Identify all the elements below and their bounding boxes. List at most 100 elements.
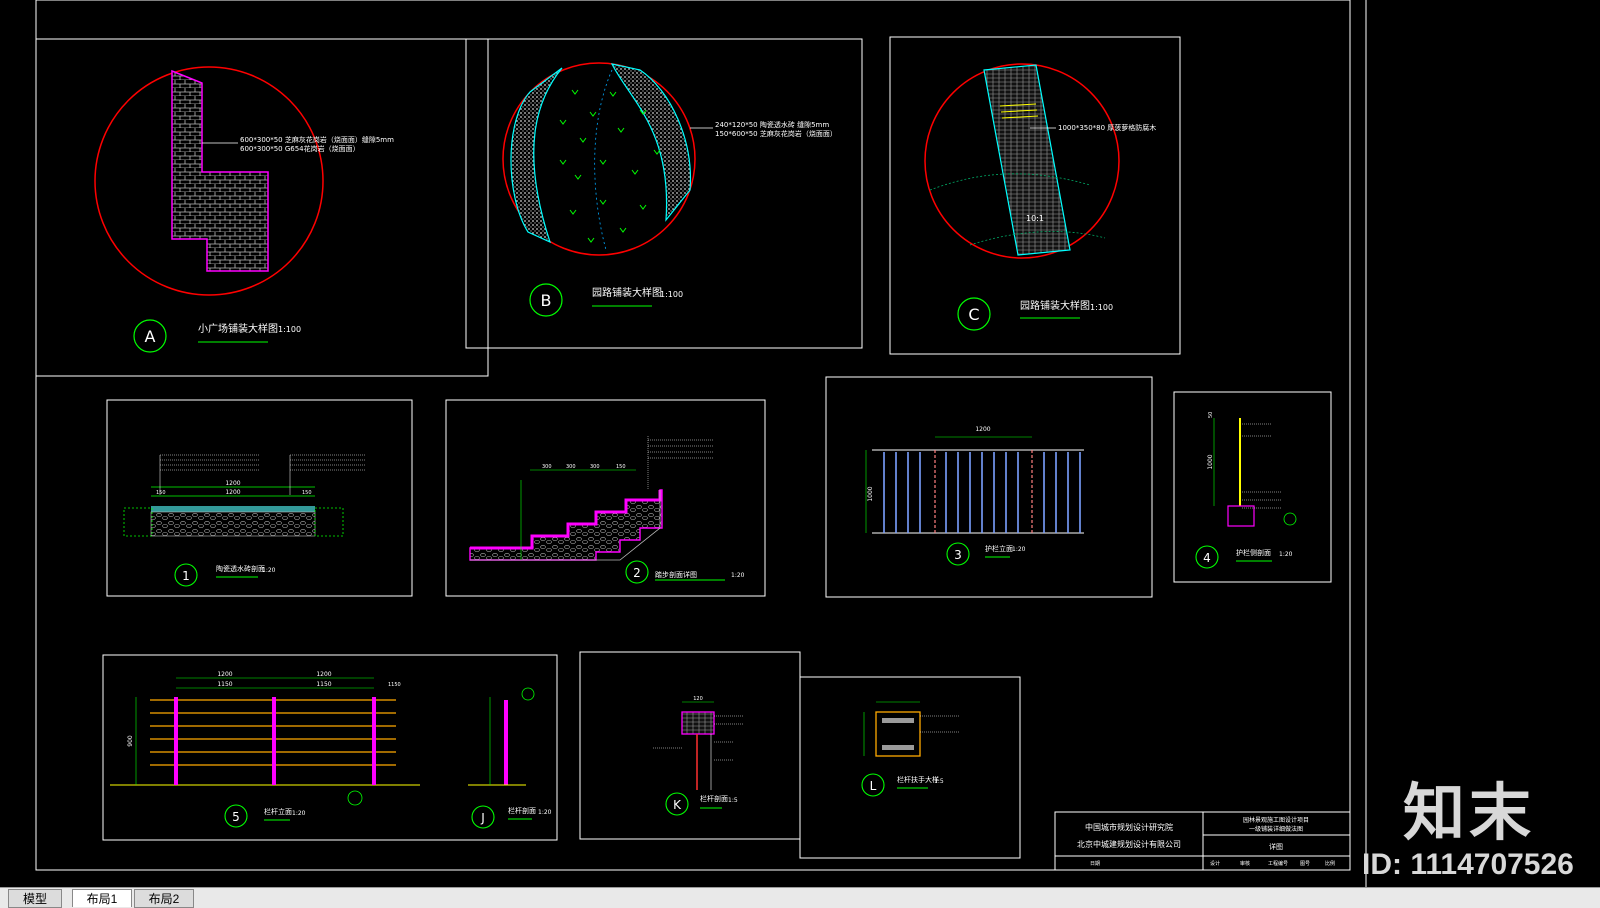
title-k: 栏杆剖面 <box>700 794 728 803</box>
title-c: 园路铺装大样图 <box>1020 299 1090 312</box>
steps-pink-2 <box>470 490 662 550</box>
dashed-edge-b <box>594 69 613 251</box>
width-k: 120 <box>693 696 703 702</box>
section-mark-4 <box>1283 512 1297 526</box>
section-mark-5 <box>347 790 363 806</box>
handrail-box-l <box>875 711 921 757</box>
leaders-l <box>920 715 960 733</box>
note-c1: 1000*350*80 厚菠萝格防腐木 <box>1058 123 1156 132</box>
section-2[interactable]: 300 300 300 150 2 踏步剖面详图 1:20 <box>445 399 766 597</box>
detail-b[interactable]: 240*120*50 陶瓷透水砖 缝隙5mm 150*600*50 芝麻灰花岗岩… <box>465 38 863 349</box>
marker-circle-k <box>665 792 689 816</box>
marker-label-5: 5 <box>232 810 240 824</box>
timber-deck-c <box>983 64 1071 256</box>
note-b2: 150*600*50 芝麻灰花岗岩（烧面面） <box>715 129 837 138</box>
top-4: 50 <box>1208 412 1214 418</box>
section-1[interactable]: 1200 1200 150 150 1 陶瓷透水砖剖面 1:20 <box>106 399 413 597</box>
dim-chain-2 <box>520 469 636 560</box>
scale-b: 1:100 <box>660 290 683 299</box>
section-4[interactable]: 1000 50 4 护栏侧剖面 1:20 <box>1173 391 1332 583</box>
note-a1: 600*300*50 芝麻灰花岗岩（烧面面）缝隙5mm <box>240 135 394 144</box>
height-4: 1000 <box>1207 454 1214 469</box>
dim-2c: 300 <box>590 464 600 470</box>
leader-2 <box>647 436 713 490</box>
viewport-b <box>465 38 863 349</box>
base-2 <box>470 490 661 561</box>
tab-layout-2[interactable]: 布局2 <box>134 889 194 908</box>
span-5b: 1200 <box>316 671 331 678</box>
paving-band-left-b <box>510 67 563 244</box>
layout-tab-bar: 模型 布局1 布局2 <box>0 887 1600 908</box>
tb-cell-0: 日期 <box>1090 861 1100 867</box>
detail-k[interactable]: 120 K 栏杆剖面 1:5 <box>579 651 801 840</box>
layer-gravel-1 <box>150 511 316 537</box>
title-5: 栏杆立面 <box>264 807 292 816</box>
sub-5a: 1150 <box>217 681 232 688</box>
yellow-marks-c <box>999 103 1039 119</box>
marker-circle-c <box>957 297 991 331</box>
posts-5 <box>174 697 376 785</box>
company-2: 北京中城建规划设计有限公司 <box>1077 839 1181 849</box>
section-mark-j <box>521 687 535 701</box>
tb-cell-4: 图号 <box>1300 861 1310 867</box>
tb-cell-3: 工程编号 <box>1268 860 1288 867</box>
viewport-l <box>799 676 1021 859</box>
title-a: 小广场铺装大样图 <box>198 322 278 335</box>
note-b1: 240*120*50 陶瓷透水砖 缝隙5mm <box>715 120 829 129</box>
scale-1: 1:20 <box>262 567 276 574</box>
marker-circle-b <box>529 283 563 317</box>
grass-symbols-b <box>559 89 661 243</box>
viewport-c <box>889 36 1181 355</box>
notes-1 <box>159 454 365 495</box>
title-j: 栏杆剖面 <box>508 806 536 815</box>
detail-c[interactable]: 1000*350*80 厚菠萝格防腐木 10:1 C 园路铺装大样图 1:100 <box>889 36 1181 355</box>
scale-k: 1:5 <box>728 797 738 804</box>
detail-circle-a <box>94 66 324 296</box>
marker-label-3: 3 <box>954 548 962 562</box>
company-1: 中国城市规划设计研究院 <box>1085 822 1173 832</box>
viewport-1 <box>106 399 413 597</box>
watermark-logo: 知末 <box>1403 776 1536 849</box>
title-1: 陶瓷透水砖剖面 <box>216 564 265 573</box>
dim-1r: 150 <box>302 490 312 496</box>
marker-circle-3 <box>946 542 970 566</box>
title-block[interactable]: 中国城市规划设计研究院 北京中城建规划设计有限公司 园林景观施工图设计项目 一级… <box>1054 811 1351 871</box>
scale-3: 1:20 <box>1012 546 1026 553</box>
plate-top-l <box>882 718 914 723</box>
dims-l <box>863 701 920 756</box>
height-5: 900 <box>127 735 134 747</box>
detail-a[interactable]: 600*300*50 芝麻灰花岗岩（烧面面）缝隙5mm 600*300*50 G… <box>35 38 489 377</box>
detail-circle-b <box>502 62 696 256</box>
tab-layout-1[interactable]: 布局1 <box>72 889 132 907</box>
scale-l: 1:5 <box>934 778 944 785</box>
marker-circle-j <box>471 805 495 829</box>
curve-c2 <box>969 231 1106 246</box>
drawing-name: 详图 <box>1269 842 1283 851</box>
fence-posts-3 <box>934 450 1033 533</box>
title-3: 护栏立面 <box>985 544 1013 553</box>
scale-4: 1:20 <box>1279 551 1293 558</box>
tb-cell-5: 比例 <box>1325 860 1335 867</box>
span-5a: 1200 <box>217 671 232 678</box>
drawing-canvas[interactable]: 600*300*50 芝麻灰花岗岩（烧面面）缝隙5mm 600*300*50 G… <box>0 0 1600 887</box>
scale-c: 1:100 <box>1090 303 1113 312</box>
scale-5: 1:20 <box>292 810 306 817</box>
project-2: 一级铺装详细做法图 <box>1249 825 1303 833</box>
viewport-4 <box>1173 391 1332 583</box>
viewport-k <box>579 651 801 840</box>
soil-left-1 <box>123 507 153 537</box>
marker-label-1: 1 <box>182 569 190 583</box>
marker-circle-5 <box>224 804 248 828</box>
marker-label-l: L <box>870 779 877 793</box>
detail-l[interactable]: L 栏杆扶手大样 1:5 <box>799 676 1021 859</box>
dim-2a: 300 <box>542 464 552 470</box>
marker-circle-2 <box>625 560 649 584</box>
marker-circle-l <box>861 773 885 797</box>
section-3[interactable]: 1200 1000 3 护栏立面 1:20 <box>825 376 1153 598</box>
scale-2: 1:20 <box>731 572 745 579</box>
rail-box-k <box>681 711 715 735</box>
viewport-5 <box>102 654 558 841</box>
tab-model[interactable]: 模型 <box>8 889 62 908</box>
section-5[interactable]: 1200 1200 1150 1150 1150 900 5 栏杆立面 1:20… <box>102 654 558 841</box>
leaders-k <box>652 715 744 761</box>
